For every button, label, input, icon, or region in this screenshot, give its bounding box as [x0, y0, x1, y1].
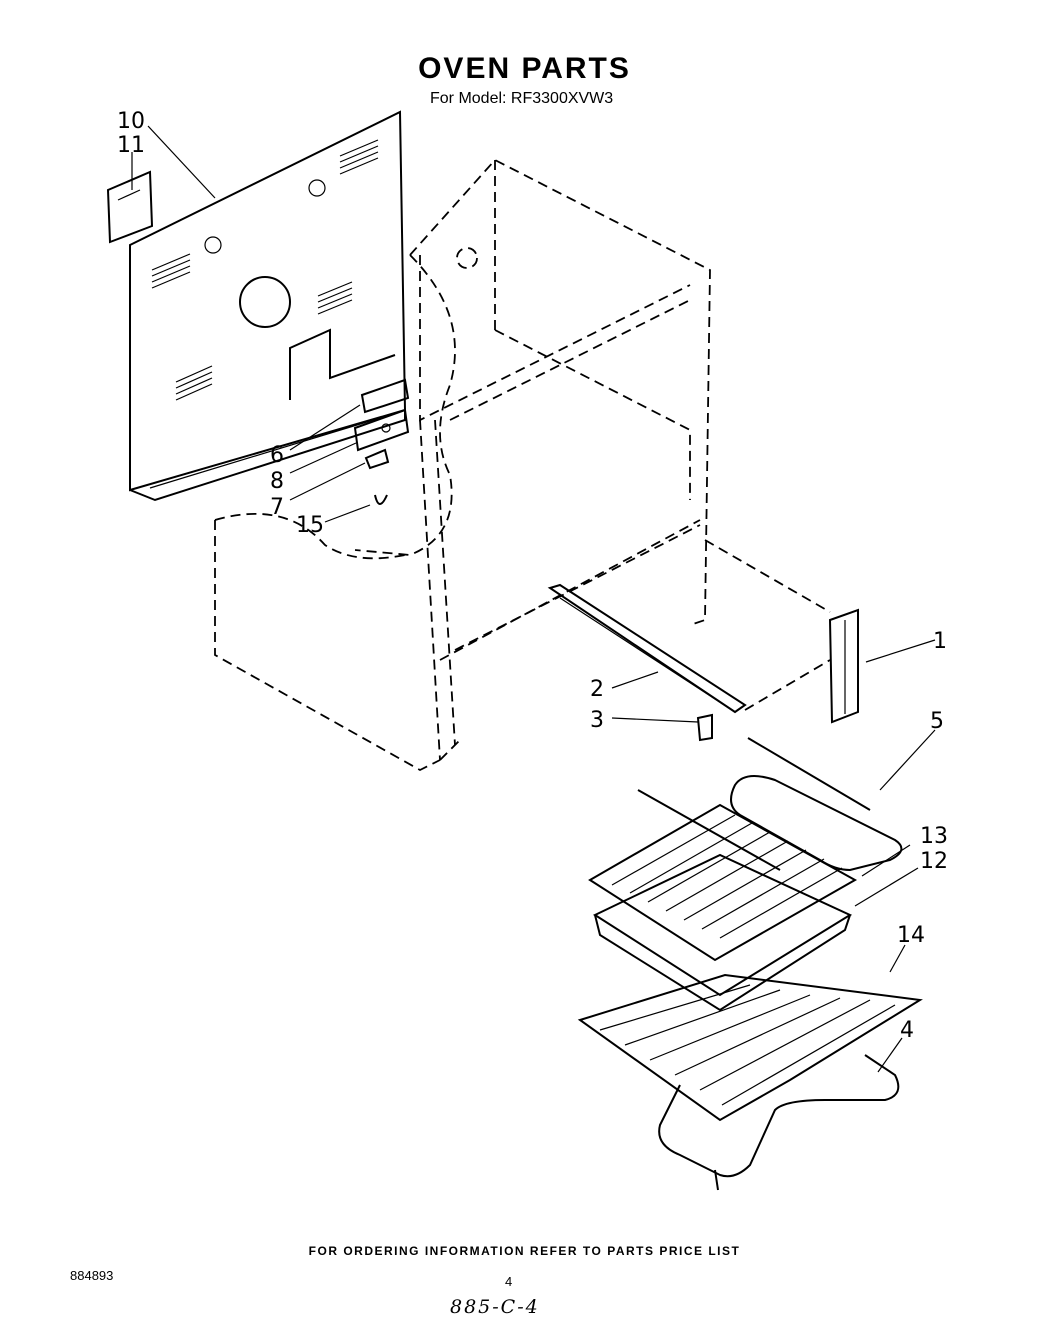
callout-13: 13: [920, 824, 948, 849]
callout-1: 1: [933, 629, 947, 654]
oven-cabinet: [214, 158, 711, 772]
model-subtitle: For Model: RF3300XVW3: [430, 90, 614, 107]
document-code: 884893: [70, 1268, 114, 1283]
callout-15: 15: [296, 513, 324, 538]
handwritten-note: 885-C-4: [450, 1296, 540, 1318]
part-5-broil-element: [637, 737, 903, 872]
part-8-cover: [353, 408, 410, 452]
callout-14: 14: [897, 923, 925, 948]
page-number: 4: [505, 1274, 513, 1289]
callout-11: 11: [117, 133, 145, 158]
part-3-bracket: [696, 713, 713, 742]
part-7-clip: [364, 448, 390, 470]
callout-7: 7: [270, 495, 284, 520]
callout-8: 8: [270, 469, 284, 494]
callout-3: 3: [590, 708, 604, 733]
part-11-bracket: [106, 170, 154, 244]
part-13-broiler-grid: [588, 803, 858, 962]
callout-12: 12: [920, 849, 948, 874]
callout-6: 6: [270, 443, 284, 468]
callout-4: 4: [900, 1018, 914, 1043]
part-4-bake-element: [658, 1054, 900, 1191]
part-14-oven-rack: [577, 973, 923, 1122]
leader-lines: [131, 125, 936, 1073]
callout-10: 10: [117, 109, 145, 134]
callout-5: 5: [930, 709, 944, 734]
part-2-rail: [547, 583, 747, 714]
part-6-terminal-block: [360, 378, 410, 414]
ordering-note: FOR ORDERING INFORMATION REFER TO PARTS …: [308, 1244, 741, 1258]
part-15-screw: [374, 494, 388, 505]
page-title: OVEN PARTS: [418, 52, 631, 85]
part-10-back-panel: [129, 110, 407, 502]
callout-2: 2: [590, 677, 604, 702]
part-12-broiler-pan: [592, 853, 853, 1012]
part-1-side-trim: [828, 608, 859, 724]
callout-labels: 10 11 6 8 7 15 1 2 3 5 13 12 14 4: [117, 109, 948, 1043]
